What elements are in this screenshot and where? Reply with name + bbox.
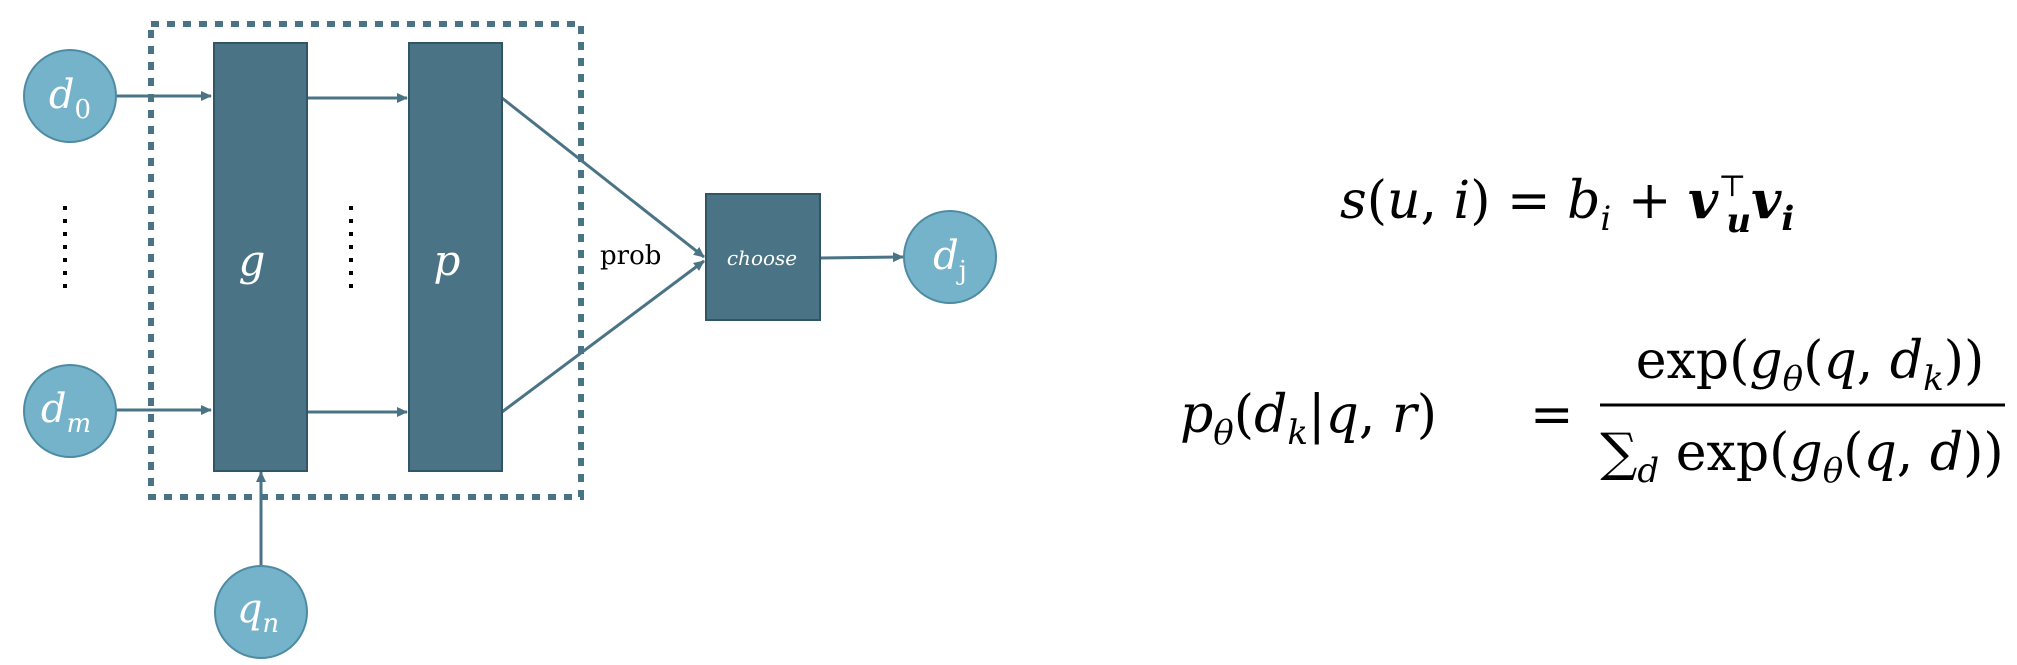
f2-den-comma: , (1897, 423, 1930, 483)
f1-b-sub: i (1600, 199, 1611, 239)
prob-formula-lhs: pθ(dk|q, r) (1180, 385, 1437, 453)
score-formula: s(u, i) = bi + v⊤uvi (1340, 169, 1794, 241)
p-block-label: p (434, 236, 461, 285)
dj-label: dj (933, 233, 967, 286)
qn-base: q (237, 586, 263, 632)
dj-sub: j (956, 256, 967, 286)
ellipsis-dot (349, 271, 353, 275)
ellipsis-dot (63, 232, 67, 236)
prob-label: prob (600, 241, 661, 271)
f2-lparen: ( (1234, 385, 1254, 445)
ellipsis-dot (349, 284, 353, 288)
prob-formula-denominator: ∑d exp(gθ(q, d)) (1600, 423, 2003, 491)
f1-s: s (1340, 171, 1367, 231)
f1-v1: v (1688, 170, 1719, 231)
edge-p-choose-top (501, 96, 705, 259)
f2-den-close: )) (1963, 423, 2004, 483)
dj-base: d (933, 233, 959, 279)
f1-v1-sup: ⊤ (1718, 169, 1746, 204)
f1-eq: = (1490, 171, 1567, 231)
ellipsis-dot (349, 245, 353, 249)
ellipsis-dot (63, 245, 67, 249)
f2-d: d (1254, 385, 1287, 445)
dashed-container (148, 21, 584, 500)
ellipsis-dot (63, 284, 67, 288)
ellipsis-dot (349, 232, 353, 236)
f2-num-q: q (1823, 331, 1856, 391)
f1-plus: + (1611, 171, 1688, 231)
dm-node (23, 364, 117, 458)
p-block (408, 42, 503, 472)
ellipsis-dot (349, 258, 353, 262)
ellipsis-dot (63, 206, 67, 210)
edges (116, 91, 904, 566)
f1-lparen: ( (1367, 171, 1387, 231)
d0-sub: 0 (75, 95, 92, 125)
ellipsis-dot (63, 271, 67, 275)
f2-num-g: g (1749, 331, 1782, 391)
choose-block-label: choose (727, 246, 797, 270)
f2-num-comma: , (1857, 331, 1890, 391)
f2-num-g-sub: θ (1783, 359, 1803, 399)
dm-label: dm (41, 386, 91, 439)
f2-num-exp: exp( (1636, 331, 1750, 391)
f2-den-q: q (1863, 423, 1896, 483)
dj-node (903, 210, 997, 304)
f2-den-open: ( (1843, 423, 1863, 483)
f2-p: p (1180, 385, 1213, 445)
edge-choose-dj (819, 252, 904, 263)
f2-num-open: ( (1803, 331, 1823, 391)
f1-i: i (1454, 171, 1471, 231)
f1-v1-sub: u (1726, 201, 1751, 241)
f2-den-d: d (1930, 423, 1963, 483)
f2-den-g: g (1789, 423, 1822, 483)
qn-label: qn (237, 586, 279, 639)
f2-den-sum-sub: d (1637, 451, 1659, 491)
f2-num-d: d (1890, 331, 1923, 391)
f1-v2-sub: i (1781, 199, 1794, 239)
f2-num-close: )) (1944, 331, 1985, 391)
ellipsis-inputs (63, 206, 67, 288)
dm-sub: m (66, 409, 91, 439)
d0-base: d (49, 72, 75, 118)
f1-u: u (1387, 171, 1421, 231)
f2-bar: | (1308, 385, 1326, 445)
ellipsis-dot (63, 219, 67, 223)
qn-sub: n (262, 609, 279, 639)
f2-den-sum: ∑ (1600, 423, 1637, 483)
f2-q: q (1326, 385, 1359, 445)
f1-comma: , (1420, 171, 1453, 231)
qn-node (214, 565, 308, 659)
f2-d-sub: k (1287, 413, 1308, 453)
g-block (213, 42, 308, 472)
f1-b: b (1567, 171, 1600, 231)
f2-p-sub: θ (1213, 413, 1233, 453)
ellipsis-hidden (349, 206, 353, 288)
f2-den-g-sub: θ (1823, 451, 1843, 491)
ellipsis-dot (349, 219, 353, 223)
f2-rparen: ) (1417, 385, 1437, 445)
prob-formula-numerator: exp(gθ(q, dk)) (1636, 331, 1985, 399)
g-block-label: g (239, 236, 266, 285)
f2-r: r (1392, 385, 1420, 445)
d0-node (23, 49, 117, 143)
dm-base: d (41, 386, 67, 432)
f2-comma: , (1359, 385, 1392, 445)
prob-formula-eq: = (1530, 385, 1574, 445)
ellipsis-dot (63, 258, 67, 262)
f2-num-d-sub: k (1923, 359, 1944, 399)
d0-label: d0 (49, 72, 91, 125)
edge-p-choose-bottom (501, 259, 705, 414)
ellipsis-dot (349, 206, 353, 210)
choose-block (705, 193, 821, 321)
f1-rparen: ) (1470, 171, 1490, 231)
f2-den-exp: exp( (1659, 423, 1789, 483)
f1-v2: v (1751, 170, 1782, 231)
